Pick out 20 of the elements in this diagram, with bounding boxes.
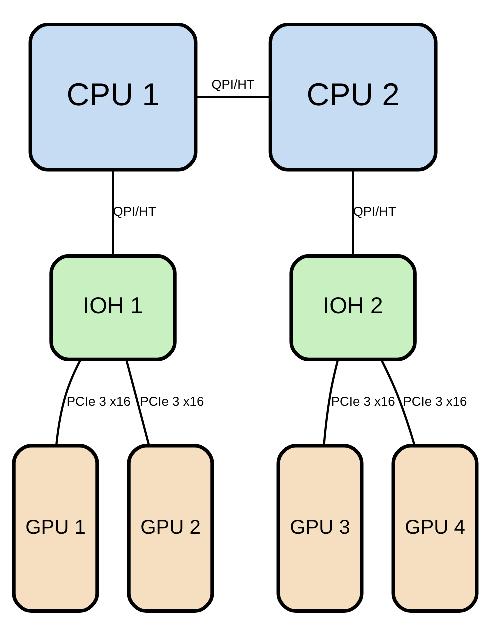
edge-label: PCIe 3 x16 bbox=[331, 393, 396, 408]
edge-label: PCIe 3 x16 bbox=[66, 393, 131, 408]
edge-label: PCIe 3 x16 bbox=[403, 393, 468, 408]
node-box: GPU 1 bbox=[12, 444, 100, 613]
node-box: CPU 2 bbox=[268, 22, 438, 172]
node-box: CPU 1 bbox=[28, 22, 198, 172]
connector bbox=[323, 359, 340, 446]
connector bbox=[380, 359, 416, 446]
connector bbox=[112, 170, 114, 256]
node-box: IOH 2 bbox=[290, 254, 417, 361]
connector bbox=[352, 170, 354, 256]
edge-label: QPI/HT bbox=[212, 76, 255, 92]
connector bbox=[56, 358, 82, 446]
node-box: GPU 4 bbox=[392, 444, 479, 613]
connector bbox=[196, 96, 271, 98]
node-box: IOH 1 bbox=[50, 254, 177, 361]
edge-label: PCIe 3 x16 bbox=[140, 393, 204, 408]
node-box: GPU 2 bbox=[127, 444, 214, 613]
connector bbox=[126, 359, 150, 446]
node-box: GPU 3 bbox=[276, 444, 364, 613]
